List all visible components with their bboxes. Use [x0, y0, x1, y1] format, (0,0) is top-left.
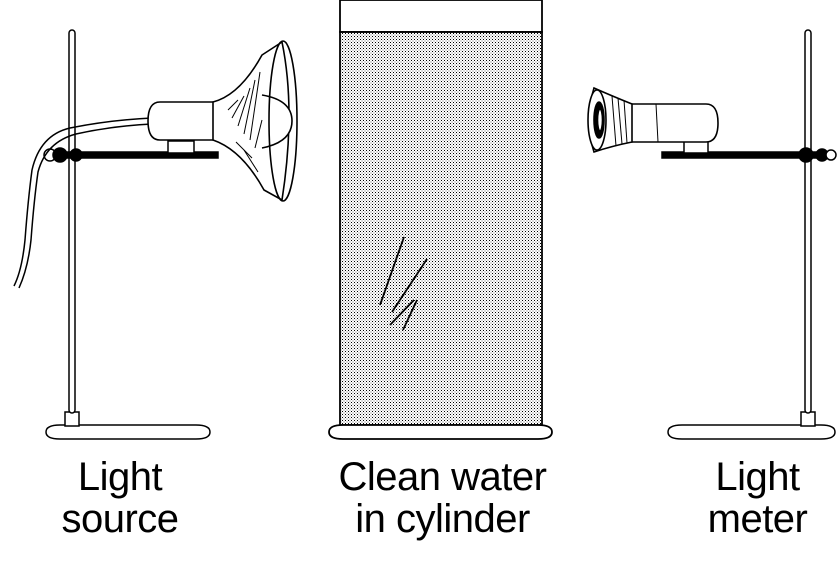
- left-stand-rod: [68, 29, 76, 414]
- right-stand-rod: [804, 29, 812, 414]
- cylinder-label-line1: Clean water: [338, 455, 547, 499]
- meter-body: [629, 103, 719, 143]
- glass-reflection: [379, 236, 428, 331]
- light-meter-label: Light meter: [665, 456, 837, 540]
- power-cord-inner: [18, 123, 153, 289]
- light-source-stand: [43, 29, 219, 440]
- cylinder: [328, 0, 553, 440]
- cylinder-water: [339, 31, 543, 426]
- light-meter-stand: [661, 29, 837, 440]
- right-clamp-knob-outer: [825, 149, 837, 161]
- cylinder-base: [328, 424, 553, 440]
- cylinder-label-line2: in cylinder: [355, 497, 530, 541]
- right-clamp-knob: [798, 147, 814, 163]
- cylinder-label: Clean water in cylinder: [310, 456, 575, 540]
- left-clamp-knob-2: [69, 148, 83, 162]
- light-source-label-line1: Light: [77, 455, 163, 499]
- lamp: [147, 40, 298, 202]
- right-stand-foot: [800, 411, 816, 427]
- left-stand-base: [45, 424, 211, 440]
- light-meter-label-line2: meter: [707, 497, 808, 541]
- cylinder-glass-top: [339, 0, 543, 33]
- lamp-hatching: [227, 71, 263, 173]
- lamp-body: [147, 101, 216, 141]
- meter-hatching: [611, 95, 659, 147]
- light-source-label: Light source: [30, 456, 210, 540]
- light-meter: [587, 86, 719, 154]
- light-source-label-line2: source: [61, 497, 179, 541]
- right-stand-base: [667, 424, 836, 440]
- left-clamp-knob: [52, 147, 68, 163]
- lamp-mount: [167, 140, 195, 154]
- left-stand-foot: [64, 411, 80, 427]
- lamp-rim: [268, 40, 298, 202]
- power-cord: [13, 117, 153, 287]
- meter-lens-core: [596, 108, 604, 132]
- light-meter-label-line1: Light: [715, 455, 800, 499]
